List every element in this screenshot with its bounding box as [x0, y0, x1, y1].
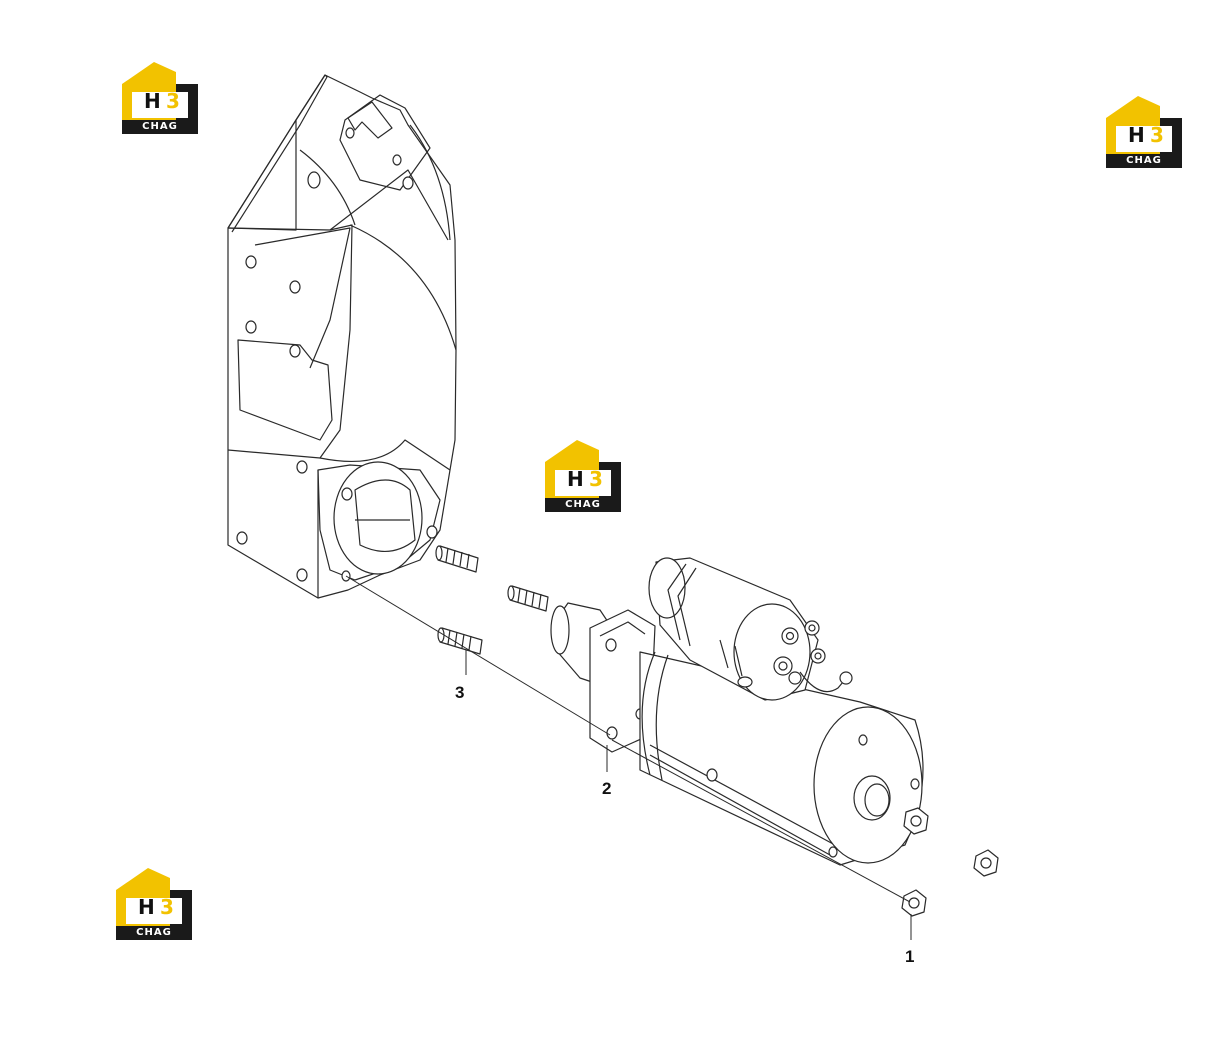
nut-upper [903, 807, 929, 835]
logo-house-icon [122, 62, 198, 120]
logo-brand-text: CHAG [122, 120, 198, 134]
stud-lower [437, 627, 483, 655]
nut-lower [901, 889, 927, 917]
logo-brand-text: CHAG [545, 498, 621, 512]
logo-letter-3: 3 [589, 467, 603, 491]
watermark-logo-bottom-left: H 3 CHAG [116, 868, 192, 942]
flywheel-housing [227, 74, 457, 599]
logo-letter-3: 3 [160, 895, 174, 919]
callout-3: 3 [455, 683, 465, 702]
nut-right [973, 849, 999, 877]
logo-house-icon [1106, 96, 1182, 154]
callout-2: 2 [602, 779, 612, 798]
logo-letter-h: H [144, 89, 161, 113]
callout-1: 1 [905, 947, 915, 966]
watermark-logo-top-left: H 3 CHAG [122, 62, 198, 136]
logo-letter-h: H [1128, 123, 1145, 147]
logo-brand-text: CHAG [1106, 154, 1182, 168]
leader-lines [345, 575, 912, 940]
logo-letter-3: 3 [166, 89, 180, 113]
logo-letter-h: H [567, 467, 584, 491]
watermark-logo-center: H 3 CHAG [545, 440, 621, 514]
logo-brand-text: CHAG [116, 926, 192, 940]
logo-letter-h: H [138, 895, 155, 919]
watermark-logo-top-right: H 3 CHAG [1106, 96, 1182, 170]
logo-house-icon [545, 440, 621, 498]
starter-motor [550, 557, 924, 866]
stud-upper [435, 545, 479, 573]
logo-house-icon [116, 868, 192, 926]
stud-middle [507, 585, 549, 612]
logo-letter-3: 3 [1150, 123, 1164, 147]
